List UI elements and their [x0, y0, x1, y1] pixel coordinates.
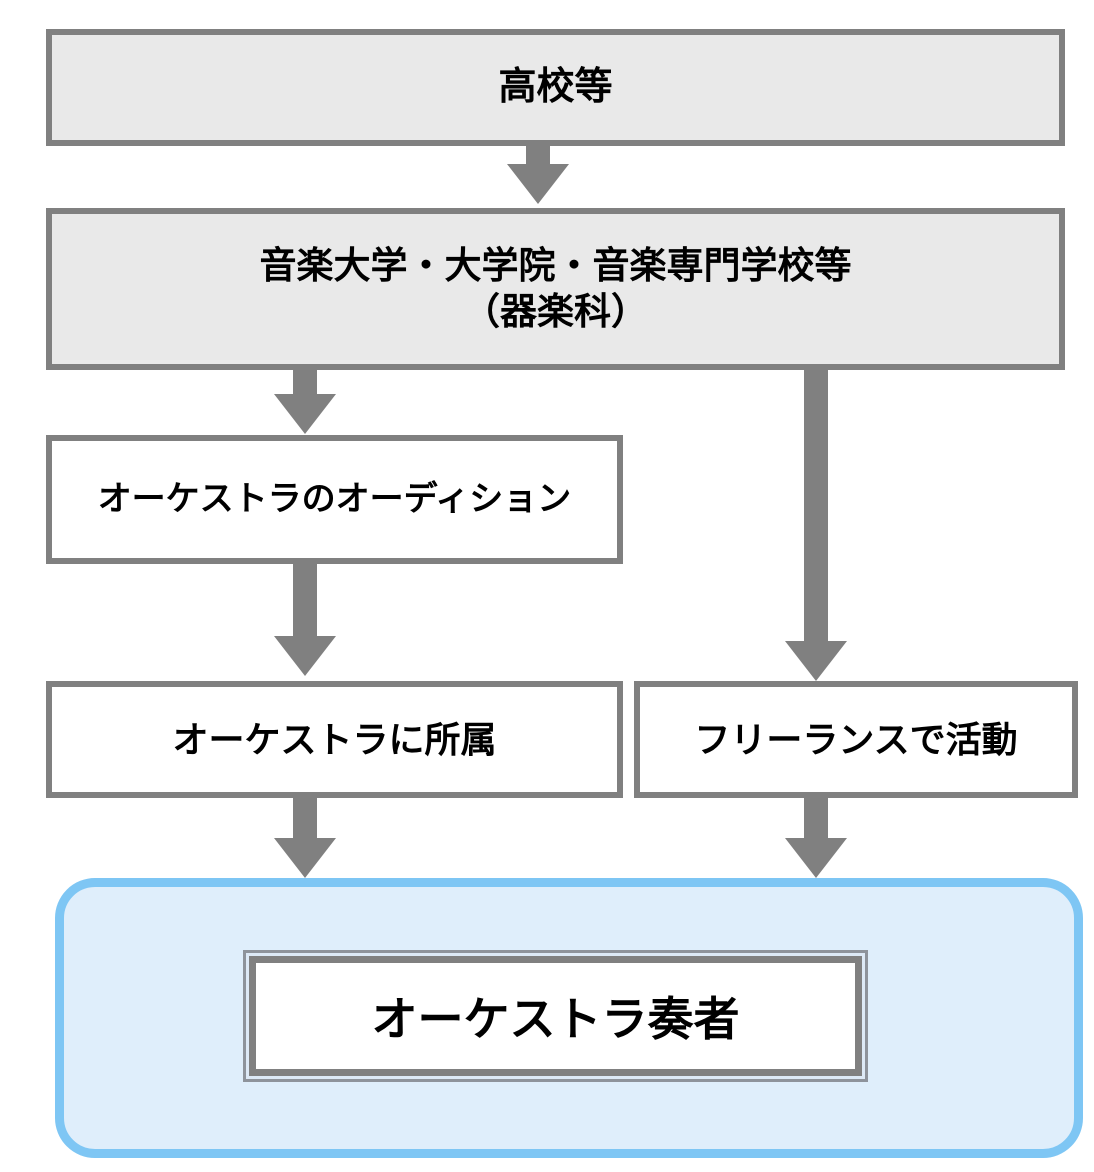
arrow-shaft [293, 370, 317, 394]
flow-arrow-member-to-player [274, 798, 336, 878]
node-freelance: フリーランスで活動 [634, 681, 1078, 798]
arrow-down-icon [785, 838, 847, 878]
flow-arrow-audition-to-member [274, 564, 336, 676]
node-orchestra-player-frame: オーケストラ奏者 [243, 950, 868, 1082]
node-high-school-label: 高校等 [498, 65, 613, 108]
node-orchestra-audition: オーケストラのオーディション [46, 435, 623, 564]
flow-arrow-university-to-audition [274, 370, 336, 434]
arrow-shaft [293, 798, 317, 838]
arrow-shaft [293, 564, 317, 636]
node-music-university-label-line2: （器楽科） [463, 291, 648, 332]
arrow-shaft [804, 370, 828, 641]
arrow-shaft [804, 798, 828, 838]
flow-arrow-highschool-to-university [507, 146, 569, 204]
node-orchestra-player-label: オーケストラ奏者 [371, 993, 740, 1045]
highlight-result-panel [55, 878, 1083, 1158]
arrow-down-icon [274, 394, 336, 434]
node-orchestra-member-label: オーケストラに所属 [172, 719, 497, 760]
node-music-university-label-line1: 音楽大学・大学院・音楽専門学校等 [259, 244, 852, 286]
node-orchestra-audition-label: オーケストラのオーディション [97, 480, 572, 519]
arrow-shaft [526, 146, 550, 164]
flow-arrow-university-to-freelance [785, 370, 847, 681]
arrow-down-icon [785, 641, 847, 681]
node-high-school: 高校等 [46, 29, 1065, 146]
arrow-down-icon [274, 838, 336, 878]
node-music-university: 音楽大学・大学院・音楽専門学校等 （器楽科） [46, 208, 1065, 370]
node-freelance-label: フリーランスで活動 [694, 719, 1018, 760]
node-orchestra-member: オーケストラに所属 [46, 681, 623, 798]
node-orchestra-player: オーケストラ奏者 [249, 956, 862, 1076]
arrow-down-icon [507, 164, 569, 204]
flow-arrow-freelance-to-player [785, 798, 847, 878]
arrow-down-icon [274, 636, 336, 676]
